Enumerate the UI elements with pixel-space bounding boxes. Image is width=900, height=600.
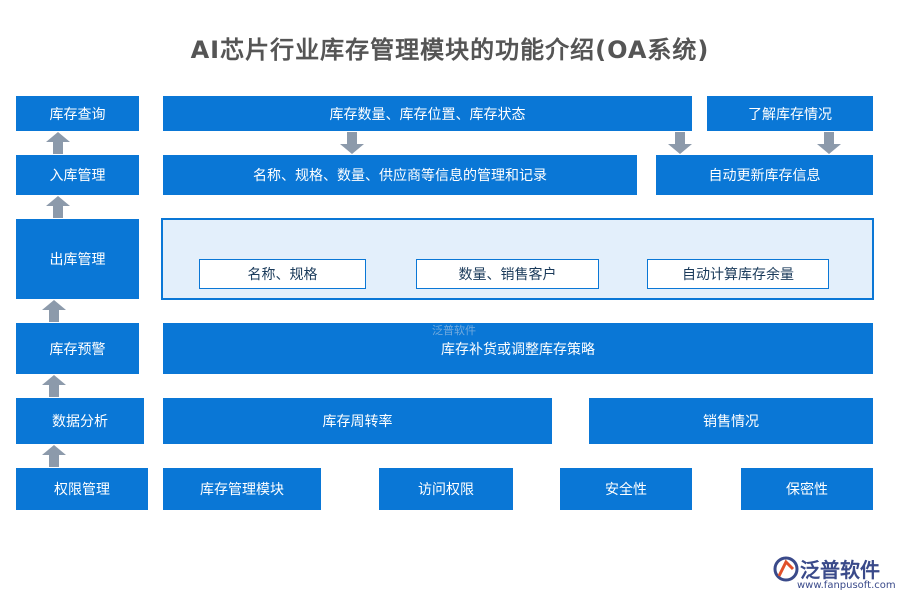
row6-item-inventory-module: 库存管理模块 [163,468,321,510]
watermark: 泛普软件 [432,324,476,337]
arrow-up-icon [46,132,70,154]
row3-item-auto-calc: 自动计算库存余量 [647,259,829,289]
page-title: AI芯片行业库存管理模块的功能介绍(OA系统) [190,36,710,64]
arrow-down-icon [340,132,364,154]
left-item-permission: 权限管理 [16,468,148,510]
row6-item-access: 访问权限 [379,468,513,510]
row6-item-confidential: 保密性 [741,468,873,510]
row6-item-security: 安全性 [560,468,692,510]
arrow-up-icon [42,445,66,467]
row2-main-box: 名称、规格、数量、供应商等信息的管理和记录 [163,155,637,195]
row1-right-box: 了解库存情况 [707,96,873,131]
left-item-stock-alert: 库存预警 [16,323,139,374]
left-item-data-analysis: 数据分析 [16,398,144,444]
arrow-up-icon [42,300,66,322]
row1-main-box: 库存数量、库存位置、库存状态 [163,96,692,131]
arrow-up-icon [46,196,70,218]
row5-right-box: 销售情况 [589,398,873,444]
row3-item-name-spec: 名称、规格 [199,259,366,289]
row5-left-box: 库存周转率 [163,398,552,444]
logo-name: 泛普软件 [800,558,880,582]
row4-main-box: 库存补货或调整库存策略 [163,323,873,374]
logo-icon [773,556,799,582]
row2-right-box: 自动更新库存信息 [656,155,873,195]
row3-item-qty-customer: 数量、销售客户 [416,259,599,289]
logo-url: www.fanpusoft.com [797,580,896,591]
arrow-down-icon [817,132,841,154]
arrow-up-icon [42,375,66,397]
left-item-outbound: 出库管理 [16,219,139,299]
left-item-inbound: 入库管理 [16,155,139,195]
arrow-down-icon [668,132,692,154]
left-item-inventory-query: 库存查询 [16,96,139,131]
